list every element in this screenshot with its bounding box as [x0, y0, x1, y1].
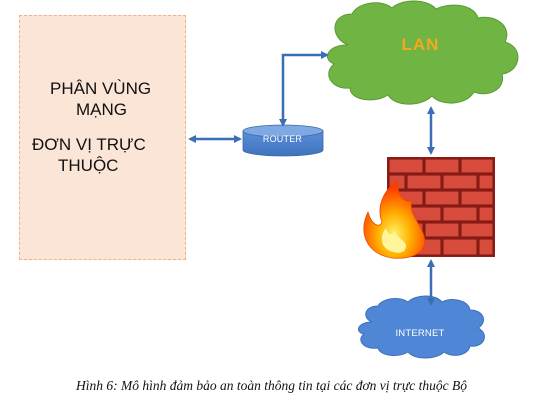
- router-icon: [242, 124, 324, 157]
- network-diagram: [188, 0, 519, 359]
- flame-icon: [363, 179, 426, 259]
- figure-caption: Hình 6: Mô hình đảm bảo an toàn thông ti…: [75, 378, 468, 393]
- lan-cloud-icon: [327, 0, 519, 105]
- lan-label: LAN: [401, 35, 440, 54]
- arrow-router-lan: [279, 51, 329, 127]
- router-label: ROUTER: [262, 134, 303, 144]
- firewall-icon: [387, 157, 495, 257]
- zone-line-1: PHÂN VÙNG: [50, 79, 152, 98]
- zone-line-2: MẠNG: [76, 100, 127, 119]
- network-zone-box: PHÂN VÙNG MẠNG ĐƠN VỊ TRỰC THUỘC: [19, 15, 186, 260]
- network-zone-label: PHÂN VÙNG MẠNG ĐƠN VỊ TRỰC THUỘC: [20, 78, 185, 176]
- zone-line-4: THUỘC: [58, 156, 119, 175]
- zone-line-3: ĐƠN VỊ TRỰC: [32, 135, 146, 154]
- internet-cloud-icon: [357, 295, 485, 359]
- internet-label: INTERNET: [395, 328, 445, 339]
- arrows: [188, 51, 435, 306]
